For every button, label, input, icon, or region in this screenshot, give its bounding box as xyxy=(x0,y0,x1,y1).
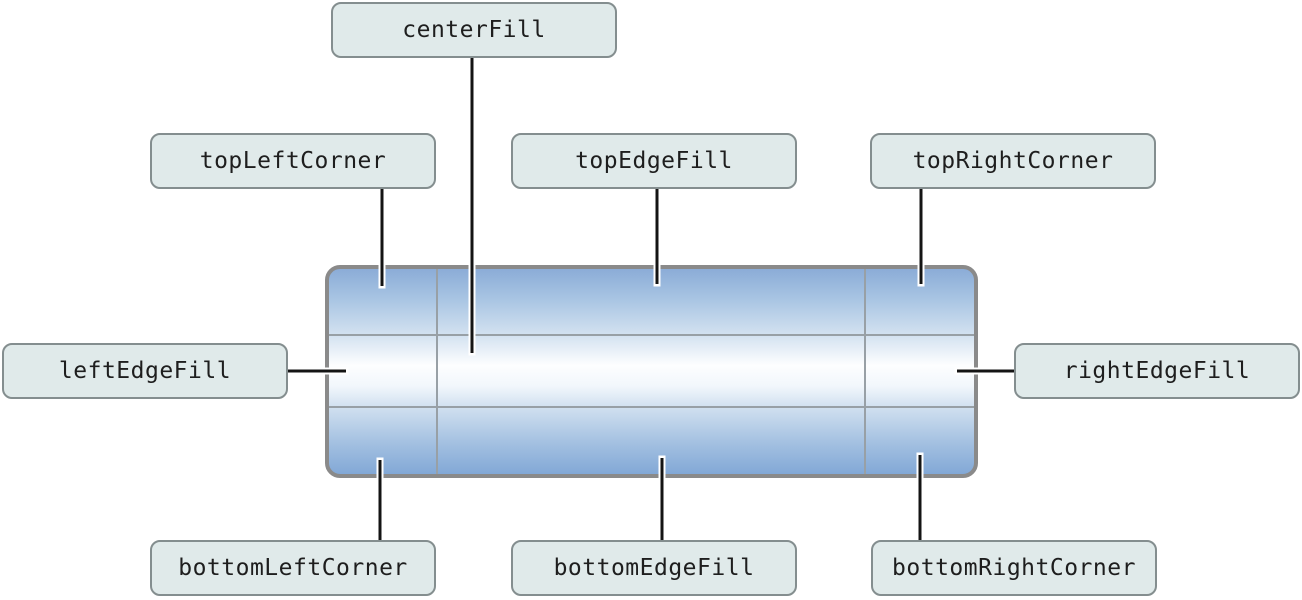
region-bottom-right-corner xyxy=(866,408,974,474)
label-rightEdgeFill-text: rightEdgeFill xyxy=(1063,358,1251,384)
label-rightEdgeFill: rightEdgeFill xyxy=(1014,343,1300,399)
label-topRightCorner: topRightCorner xyxy=(870,133,1156,189)
label-topEdgeFill: topEdgeFill xyxy=(511,133,797,189)
region-bottom-left-corner xyxy=(329,408,436,474)
grid-line-vertical-left xyxy=(436,269,438,474)
grid-line-vertical-right xyxy=(864,269,866,474)
label-bottomRightCorner-text: bottomRightCorner xyxy=(892,555,1136,581)
label-leftEdgeFill-text: leftEdgeFill xyxy=(58,358,232,384)
label-topRightCorner-text: topRightCorner xyxy=(912,148,1114,174)
region-top-left-corner xyxy=(329,269,436,334)
region-top-right-corner xyxy=(866,269,974,334)
label-bottomEdgeFill: bottomEdgeFill xyxy=(511,540,797,596)
label-bottomLeftCorner: bottomLeftCorner xyxy=(150,540,436,596)
region-bottom-edge-fill xyxy=(438,408,864,474)
region-center-fill xyxy=(438,336,864,406)
label-topEdgeFill-text: topEdgeFill xyxy=(575,148,733,174)
grid-line-horizontal-bottom xyxy=(329,406,974,408)
region-top-edge-fill xyxy=(438,269,864,334)
label-bottomRightCorner: bottomRightCorner xyxy=(871,540,1157,596)
region-right-edge-fill xyxy=(866,336,974,406)
label-leftEdgeFill: leftEdgeFill xyxy=(2,343,288,399)
region-left-edge-fill xyxy=(329,336,436,406)
label-topLeftCorner: topLeftCorner xyxy=(150,133,436,189)
label-topLeftCorner-text: topLeftCorner xyxy=(199,148,387,174)
label-centerFill: centerFill xyxy=(331,2,617,58)
label-centerFill-text: centerFill xyxy=(402,17,546,43)
label-bottomEdgeFill-text: bottomEdgeFill xyxy=(553,555,755,581)
nine-part-rectangle xyxy=(325,265,978,478)
label-bottomLeftCorner-text: bottomLeftCorner xyxy=(178,555,408,581)
grid-line-horizontal-top xyxy=(329,334,974,336)
